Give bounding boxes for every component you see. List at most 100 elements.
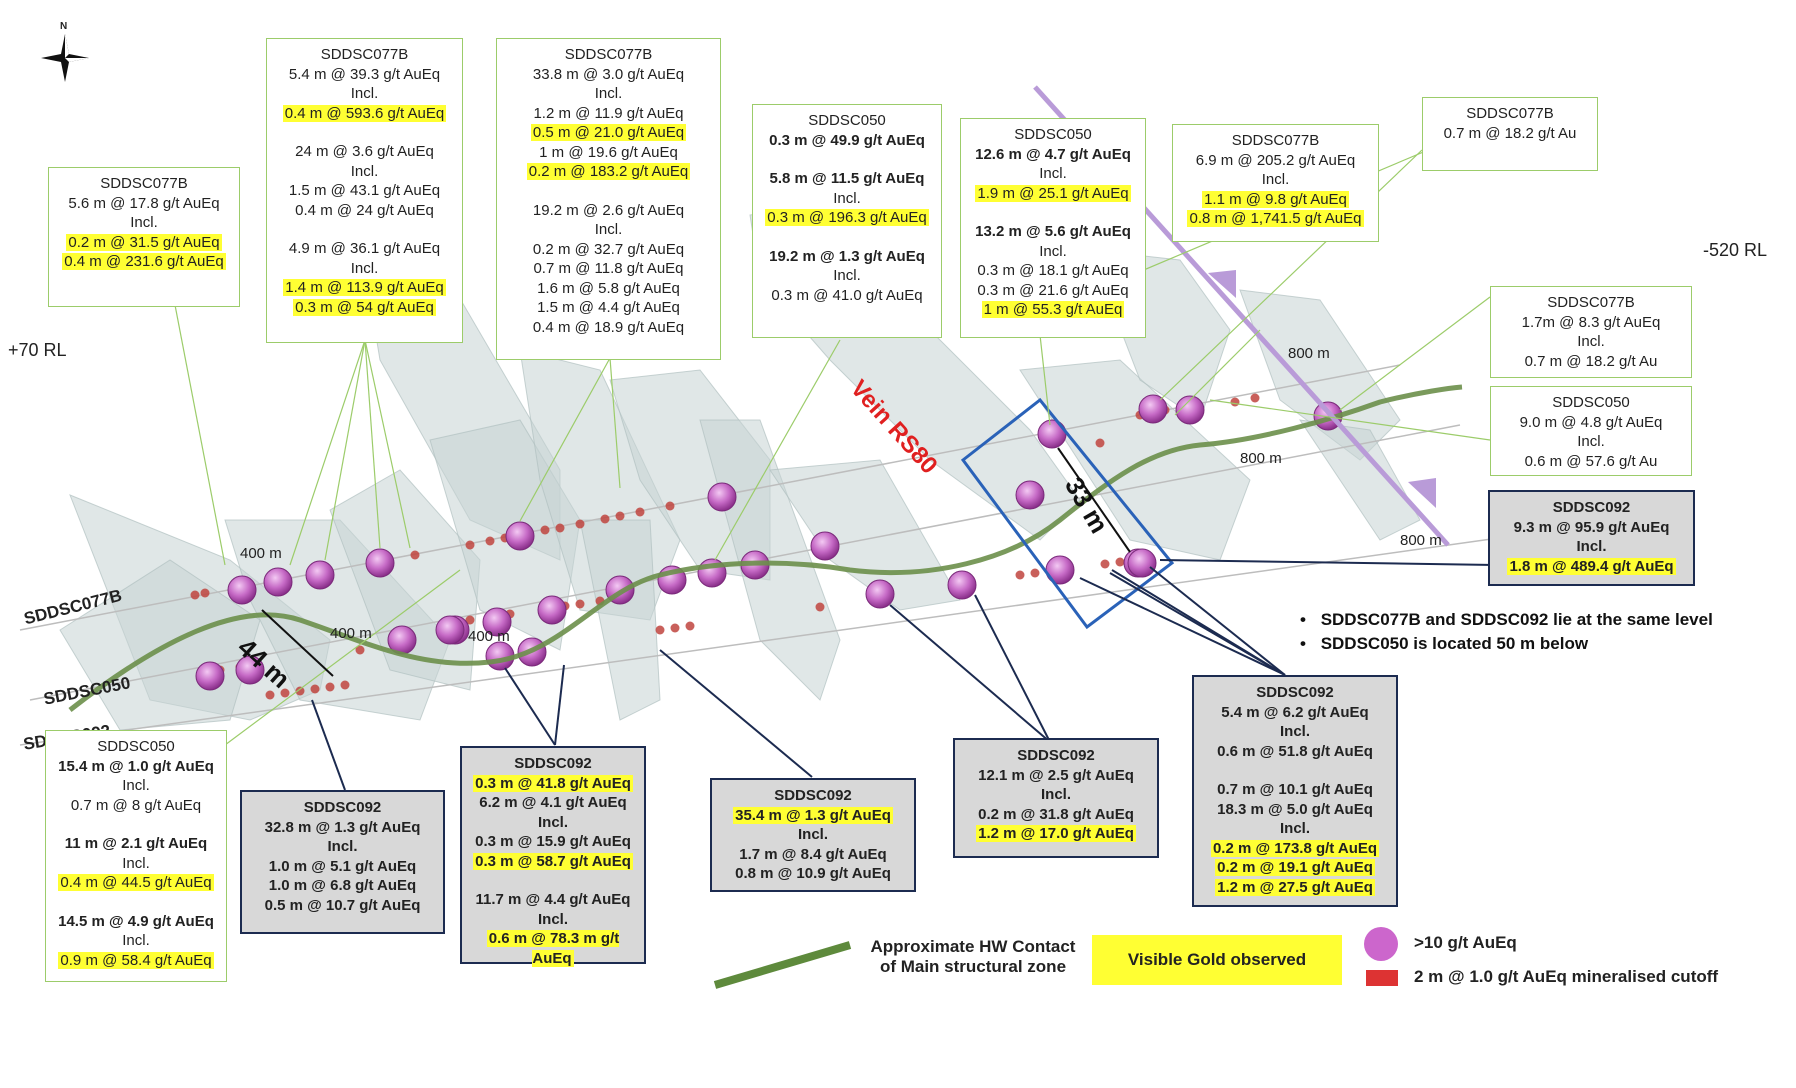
box-line: 0.7 m @ 8 g/t AuEq: [50, 796, 222, 816]
cutoff-dot: [1015, 570, 1025, 580]
box-line: 6.2 m @ 4.1 g/t AuEq: [466, 793, 640, 813]
intercept-value: Incl.: [797, 826, 828, 843]
distance-label: 400 m: [240, 545, 282, 562]
measure-arrow-44: [261, 609, 334, 677]
fault-tick: [1408, 478, 1436, 508]
intercept-value: 11.7 m @ 4.4 g/t AuEq: [475, 891, 631, 908]
visible-gold-value: 35.4 m @ 1.3 g/t AuEq: [733, 806, 893, 824]
box-hole-id: SDDSC092: [246, 798, 439, 818]
intercept-value: SDDSC050: [1014, 126, 1092, 143]
intercept-value: 1.5 m @ 43.1 g/t AuEq: [288, 182, 441, 199]
box-line: 0.6 m @ 51.8 g/t AuEq: [1198, 742, 1392, 762]
cutoff-dot: [540, 525, 550, 535]
legend-cutoff-label: 2 m @ 1.0 g/t AuEq mineralised cutoff: [1414, 967, 1719, 986]
leader-arrow: [311, 699, 346, 791]
intercept-value: Incl.: [833, 267, 861, 284]
box-line: Incl.: [1198, 819, 1392, 839]
cutoff-dot: [410, 550, 420, 560]
intercept-value: Incl.: [1577, 333, 1605, 350]
legend-visible-gold-label: Visible Gold observed: [1127, 950, 1307, 969]
box-hole-id: SDDSC050: [50, 737, 222, 757]
intercept-value: Incl.: [1039, 242, 1067, 260]
box-line: 1 m @ 55.3 g/t AuEq: [965, 300, 1141, 320]
leader-line: [324, 339, 366, 561]
intercept-value: Incl.: [350, 259, 379, 277]
high-grade-sphere: [1127, 548, 1157, 578]
legend-visible-gold-swatch: [1092, 935, 1342, 985]
box-line: Incl.: [50, 931, 222, 951]
intercept-value: SDDSC050: [1552, 394, 1630, 411]
box-spacer: [50, 815, 222, 834]
intercept-value: Incl.: [122, 932, 150, 949]
high-grade-sphere: [263, 567, 293, 597]
leader-arrow: [974, 594, 1051, 743]
box-line: 0.3 m @ 18.1 g/t AuEq: [965, 261, 1141, 281]
intercept-value: Incl.: [1040, 786, 1071, 803]
intercept-value: 12.1 m @ 2.5 g/t AuEq: [978, 766, 1134, 784]
cutoff-dot: [1230, 397, 1240, 407]
high-grade-sphere: [482, 607, 512, 637]
intercept-value: 32.8 m @ 1.3 g/t AuEq: [264, 818, 421, 836]
box-hole-id: SDDSC077B: [53, 174, 235, 194]
intercept-value: 1.0 m @ 5.1 g/t AuEq: [268, 857, 417, 875]
leader-arrow: [1111, 569, 1286, 676]
box-line: 0.4 m @ 231.6 g/t AuEq: [53, 252, 235, 272]
box-line: 14.5 m @ 4.9 g/t AuEq: [50, 912, 222, 932]
leader-arrow: [1159, 559, 1496, 566]
intercept-value: 0.3 m @ 15.9 g/t AuEq: [475, 833, 631, 850]
legend-cutoff-swatch: [1366, 970, 1398, 986]
visible-gold-value: 0.4 m @ 44.5 g/t AuEq: [58, 874, 214, 891]
intercept-value: Incl.: [594, 221, 623, 238]
box-spacer: [965, 203, 1141, 222]
box-hole-id: SDDSC092: [716, 786, 910, 806]
intercept-value: Incl.: [1261, 171, 1290, 188]
box-line: 0.3 m @ 196.3 g/t AuEq: [757, 208, 937, 228]
cutoff-dot: [615, 511, 625, 521]
box-line: Incl.: [757, 266, 937, 286]
box-line: 9.0 m @ 4.8 g/t AuEq: [1495, 413, 1687, 433]
high-grade-sphere: [1037, 419, 1067, 449]
box-line: Incl.: [1198, 722, 1392, 742]
cutoff-dot: [575, 519, 585, 529]
vein-lens: [1298, 419, 1421, 541]
leader-line: [1339, 296, 1491, 411]
intercept-value: 0.6 m @ 57.6 g/t Au: [1524, 452, 1658, 470]
intercept-value: Incl.: [537, 910, 568, 928]
measure-arrow-33: [1057, 447, 1131, 553]
high-grade-sphere: [1015, 480, 1045, 510]
box-line: 0.3 m @ 41.0 g/t AuEq: [757, 286, 937, 306]
high-grade-sphere: [537, 595, 567, 625]
cutoff-dot: [575, 599, 585, 609]
box-line: Incl.: [757, 189, 937, 209]
box-line: Incl.: [1495, 332, 1687, 352]
high-grade-sphere: [947, 570, 977, 600]
intercept-value: 0.7 m @ 18.2 g/t Au: [1443, 124, 1577, 142]
visible-gold-value: 0.2 m @ 19.1 g/t AuEq: [1215, 859, 1375, 876]
box-spacer: [757, 228, 937, 247]
vein-lens: [699, 419, 841, 701]
box-hole-id: SDDSC077B: [1427, 104, 1593, 124]
cutoff-dot: [355, 645, 365, 655]
intercept-value: 0.2 m @ 32.7 g/t AuEq: [532, 240, 685, 258]
leader-lines-navy: [311, 559, 1496, 791]
box-line: Incl.: [246, 837, 439, 857]
cutoff-dot: [465, 615, 475, 625]
box-line: Incl.: [271, 162, 458, 182]
intercept-value: 1.0 m @ 6.8 g/t AuEq: [268, 877, 417, 894]
box-line: 0.2 m @ 31.8 g/t AuEq: [959, 805, 1153, 825]
box-line: 5.4 m @ 6.2 g/t AuEq: [1198, 703, 1392, 723]
legend-hw-contact-swatch: [713, 941, 852, 989]
leader-line: [1039, 334, 1051, 426]
visible-gold-value: 1.2 m @ 27.5 g/t AuEq: [1215, 878, 1375, 896]
high-grade-sphere: [1138, 394, 1168, 424]
box-line: 9.3 m @ 95.9 g/t AuEq: [1494, 518, 1689, 538]
box-line: 0.6 m @ 78.3 m g/t AuEq: [466, 929, 640, 968]
leader-line: [609, 357, 621, 489]
intercept-value: 33.8 m @ 3.0 g/t AuEq: [532, 65, 685, 83]
box-line: 1.5 m @ 43.1 g/t AuEq: [271, 181, 458, 201]
